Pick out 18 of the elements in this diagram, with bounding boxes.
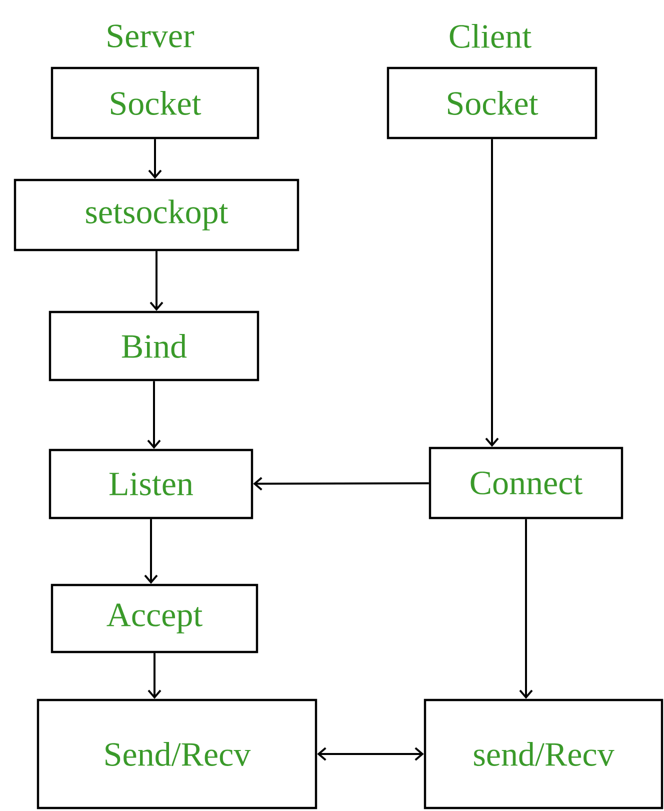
arrow [148, 139, 162, 179]
process-box: setsockopt [14, 178, 300, 252]
process-box: Socket [386, 66, 598, 140]
process-box: Accept [50, 584, 258, 654]
arrow [253, 476, 429, 490]
process-box: Listen [48, 448, 254, 520]
arrow [150, 251, 164, 311]
arrow [519, 519, 533, 699]
arrow [485, 139, 499, 447]
process-box: Socket [50, 66, 260, 140]
arrow [148, 653, 162, 699]
process-box: send/Recv [424, 698, 664, 810]
arrow [147, 381, 161, 449]
process-box: Bind [48, 310, 260, 382]
arrow [317, 747, 424, 761]
process-box: Send/Recv [36, 698, 318, 810]
arrow [144, 519, 158, 584]
process-box: Connect [428, 446, 624, 520]
